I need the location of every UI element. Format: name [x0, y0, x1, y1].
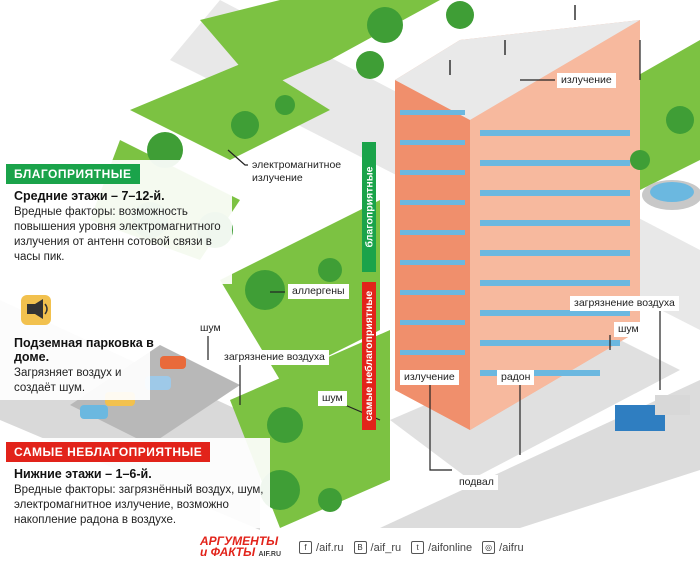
parking-title: Подземная парковка в доме.	[14, 336, 154, 364]
unfavorable-bar-label: самые неблагоприятные	[363, 290, 376, 422]
favorable-body: Вредные факторы: возможность повышения у…	[14, 206, 221, 263]
parking-lot	[70, 345, 240, 445]
label-pollution-left: загрязнение воздуха	[220, 350, 329, 365]
label-noise-left: шум	[196, 321, 225, 336]
label-pollution-right: загрязнение воздуха	[570, 296, 679, 311]
favorable-bar: благоприятные	[362, 142, 376, 272]
windows	[400, 110, 630, 376]
label-radiation-low: излучение	[400, 370, 459, 385]
vk-icon: B	[353, 541, 367, 554]
unfavorable-header: САМЫЕ НЕБЛАГОПРИЯТНЫЕ	[6, 442, 211, 462]
favorable-panel: БЛАГОПРИЯТНЫЕ Средние этажи – 7–12-й. Вр…	[6, 164, 228, 265]
basement-area	[390, 330, 680, 480]
twitter-icon: t	[411, 541, 425, 554]
label-basement: подвал	[455, 475, 498, 490]
label-allergens: аллергены	[288, 284, 349, 299]
favorable-header: БЛАГОПРИЯТНЫЕ	[6, 164, 140, 184]
logo-line2: и ФАКТЫ AIF.RU	[200, 544, 282, 559]
lawn-mid	[130, 60, 330, 160]
parking-panel: Подземная парковка в доме. Загрязняет во…	[6, 336, 156, 396]
label-noise-right: шум	[614, 322, 643, 337]
car-orange	[160, 356, 186, 369]
unfavorable-title: Нижние этажи – 1–6-й.	[14, 467, 152, 481]
unfavorable-body: Вредные факторы: загрязнённый воздух, шу…	[14, 484, 264, 526]
footer: АРГУМЕНТЫ и ФАКТЫ AIF.RU f /aif.ru B /ai…	[0, 528, 700, 567]
label-noise-low: шум	[318, 391, 347, 406]
logo-line1: АРГУМЕНТЫ	[200, 533, 279, 548]
facebook-icon: f	[299, 541, 313, 554]
instagram-icon: ◎	[482, 541, 496, 554]
social-link-instagram[interactable]: /aifru	[499, 541, 524, 554]
unfavorable-panel: САМЫЕ НЕБЛАГОПРИЯТНЫЕ Нижние этажи – 1–6…	[6, 442, 268, 528]
social-link-facebook[interactable]: /aif.ru	[316, 541, 344, 554]
parking-speaker-icon	[18, 292, 54, 328]
building-roof	[395, 20, 640, 120]
car-blue	[80, 405, 108, 419]
label-radiation-top: излучение	[557, 73, 616, 88]
label-em-radiation: электромагнитное излучение	[248, 158, 366, 186]
car-lightblue	[145, 376, 171, 390]
logo-domain: AIF.RU	[258, 550, 282, 558]
antennas	[449, 5, 576, 75]
favorable-bar-label: благоприятные	[363, 166, 376, 248]
favorable-title: Средние этажи – 7–12-й.	[14, 189, 165, 203]
social-link-twitter[interactable]: /aifonline	[428, 541, 473, 554]
parking-body: Загрязняет воздух и создаёт шум.	[14, 367, 122, 394]
social-links: f /aif.ru B /aif_ru t /aifonline ◎ /aifr…	[289, 541, 524, 554]
label-radon: радон	[497, 370, 535, 385]
social-link-vk[interactable]: /aif_ru	[370, 541, 402, 554]
aif-logo[interactable]: АРГУМЕНТЫ и ФАКТЫ AIF.RU	[200, 533, 282, 560]
unfavorable-bar: самые неблагоприятные	[362, 282, 376, 430]
